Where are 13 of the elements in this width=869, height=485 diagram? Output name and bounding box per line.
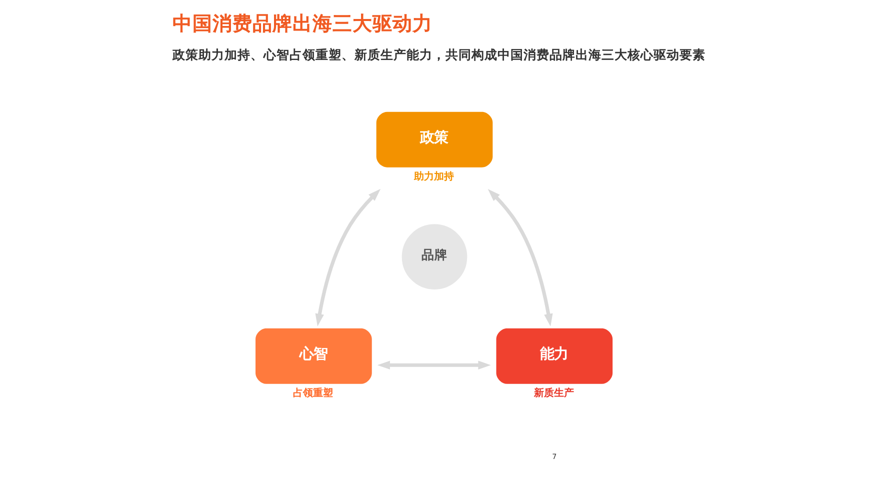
node-box: 能力 <box>496 328 613 384</box>
node-circle: 品牌 <box>402 224 468 290</box>
arrow <box>377 360 491 370</box>
label: 政策助力加持、心智占领重塑、新质生产能力，共同构成中国消费品牌出海三大核心驱动要素 <box>172 46 706 62</box>
arrow <box>315 188 381 326</box>
diagram-title: 中国消费品牌出海三大驱动力 <box>172 12 433 36</box>
node-box: 政策 <box>376 112 493 168</box>
arrow <box>488 188 553 326</box>
label: 7 <box>552 452 557 461</box>
node-label: 助力加持 <box>414 172 454 183</box>
node-box: 心智 <box>256 328 372 384</box>
node-label: 占领重塑 <box>293 388 334 400</box>
node-label: 新质生产 <box>534 388 574 400</box>
